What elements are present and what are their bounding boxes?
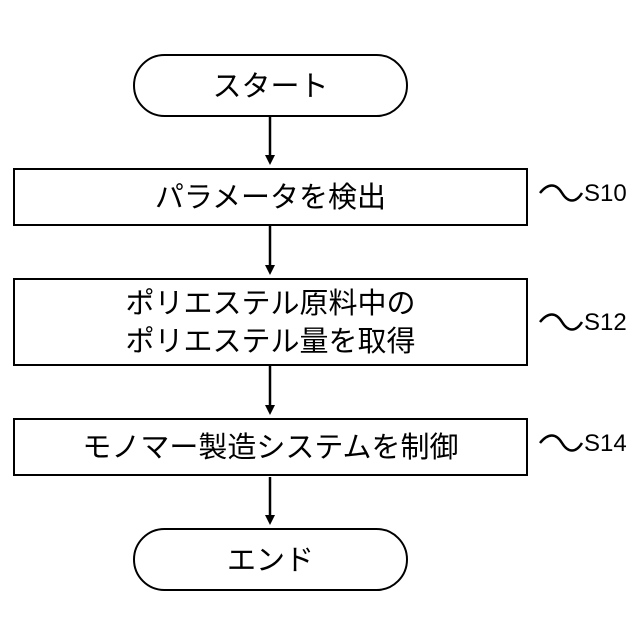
process-box-s10: パラメータを検出 (13, 168, 528, 226)
leader-s10 (540, 186, 582, 201)
start-label: スタート (212, 67, 328, 105)
end-terminal: エンド (133, 528, 408, 591)
process-label-s14: モノマー製造システムを制御 (82, 428, 458, 466)
process-label-s10: パラメータを検出 (155, 178, 386, 216)
leader-s14 (540, 436, 582, 451)
leader-s12 (540, 315, 582, 330)
process-label-s12-line1: ポリエステル原料中の (125, 284, 415, 322)
process-box-s14: モノマー製造システムを制御 (13, 418, 528, 476)
process-box-s12: ポリエステル原料中の ポリエステル量を取得 (13, 278, 528, 366)
process-label-s12-line2: ポリエステル量を取得 (125, 322, 415, 360)
end-label: エンド (227, 541, 314, 579)
step-label-s10: S10 (584, 180, 627, 208)
start-terminal: スタート (133, 54, 408, 117)
step-label-s14: S14 (584, 430, 627, 458)
step-label-s12: S12 (584, 309, 627, 337)
process-label-s12: ポリエステル原料中の ポリエステル量を取得 (125, 284, 415, 360)
